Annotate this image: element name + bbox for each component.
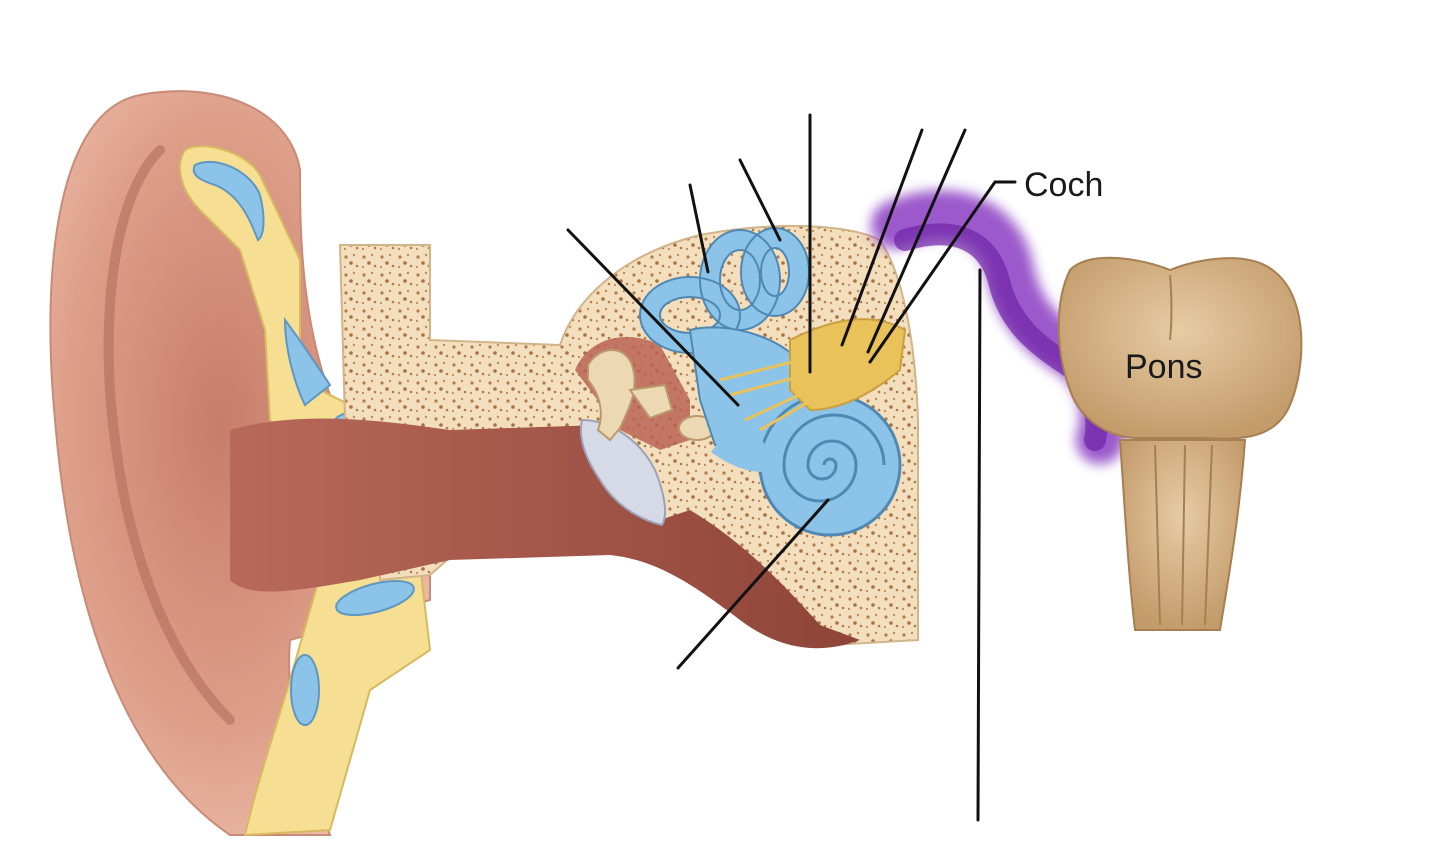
ossicles — [575, 337, 716, 450]
vestibulocochlear-nerve — [719, 318, 907, 432]
auricular-cartilage-lower — [243, 563, 432, 837]
label-cochlear-nerve: Coch — [1024, 166, 1103, 204]
label-pons: Pons — [1125, 348, 1203, 386]
external-auditory-canal — [230, 418, 860, 649]
brainstem — [1057, 256, 1303, 631]
leader-lines — [566, 113, 1017, 822]
cochlea — [711, 393, 902, 537]
tympanic-membrane — [579, 418, 667, 527]
